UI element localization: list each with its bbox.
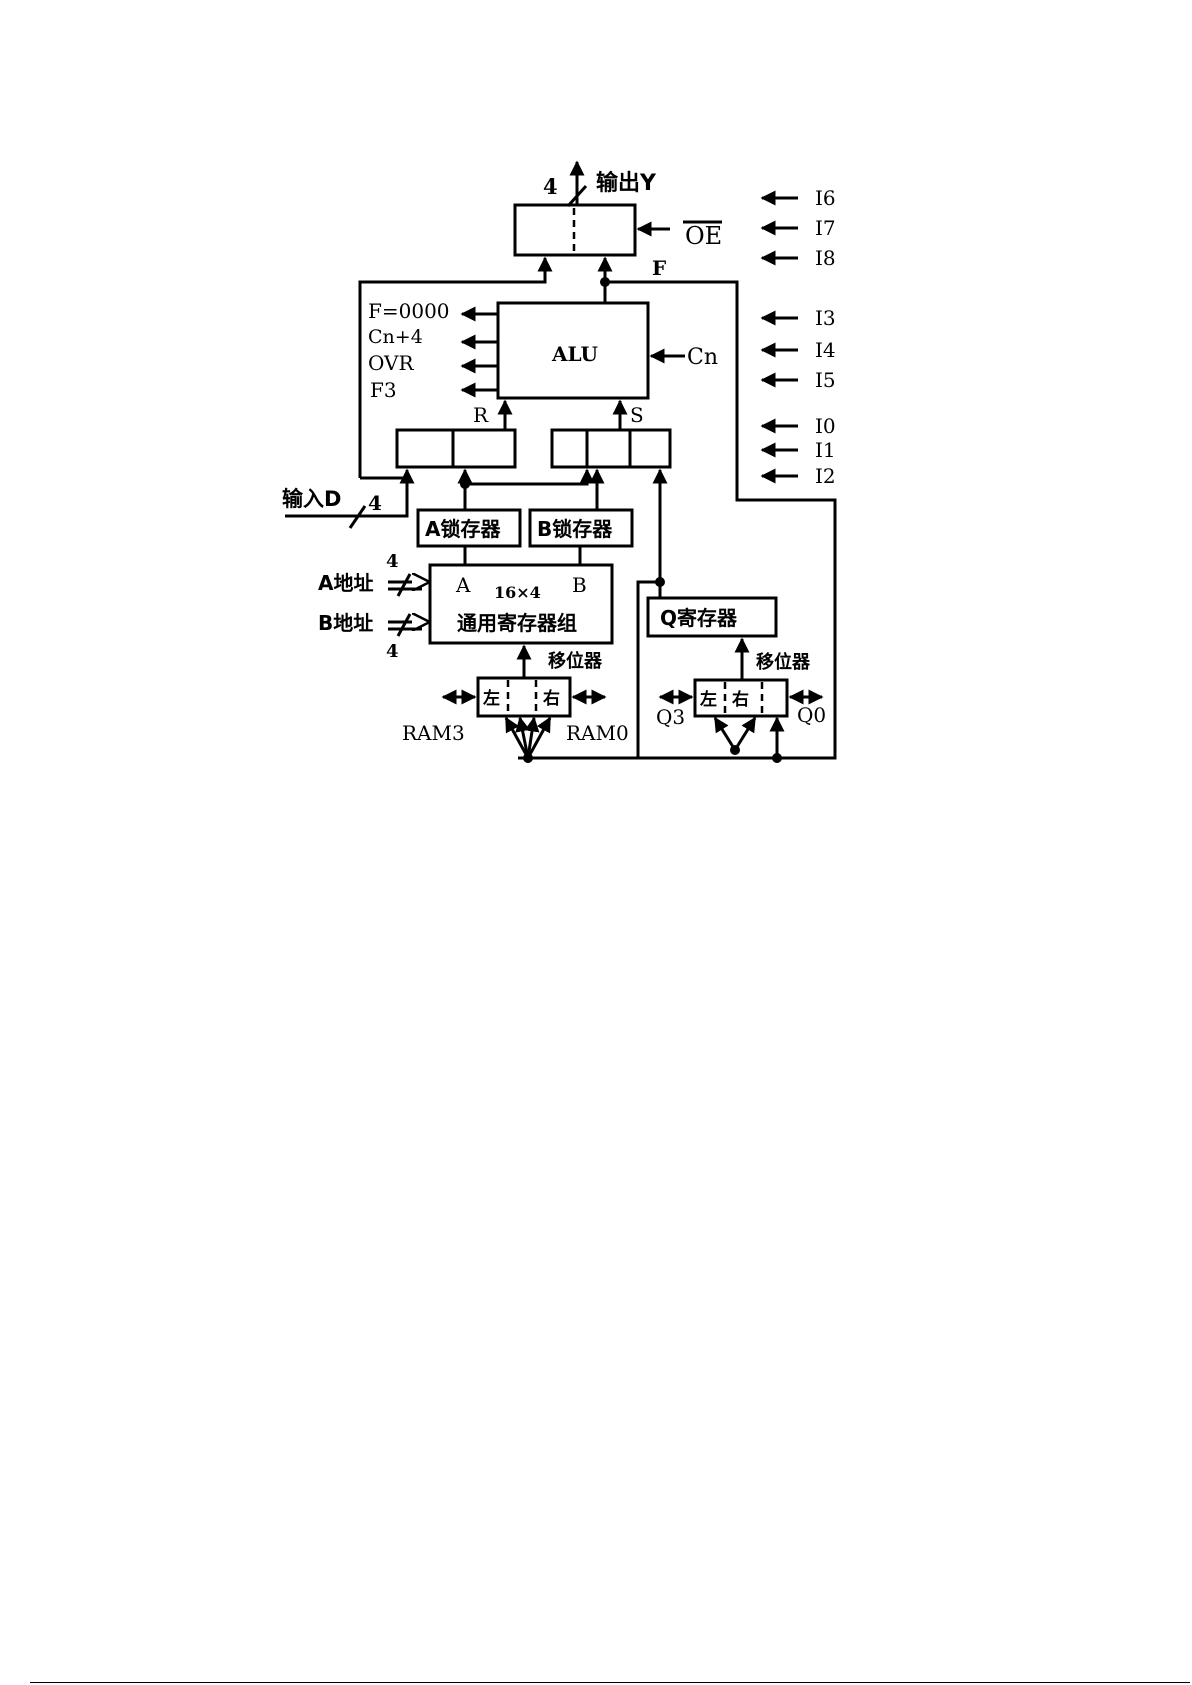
instruction-inputs: I6 I7 I8 I3 I4 I5 I0 I1 I2: [762, 186, 836, 488]
status-ovr: OVR: [368, 351, 414, 375]
ram-shifter-right: 右: [543, 688, 560, 709]
ram3-label: RAM3: [402, 721, 465, 745]
input-d-width: 4: [368, 491, 382, 515]
i8-label: I8: [815, 246, 836, 270]
r-label: R: [473, 403, 489, 427]
output-y-label: 输出Y: [596, 170, 657, 196]
status-f3: F3: [370, 378, 397, 402]
regfile-b-port: B: [572, 573, 587, 597]
ram0-label: RAM0: [566, 721, 629, 745]
i4-label: I4: [815, 338, 836, 362]
q-fan-1: [715, 718, 735, 750]
a-to-s-branch: [465, 470, 587, 484]
i5-label: I5: [815, 368, 836, 392]
q-register-label: Q寄存器: [660, 606, 738, 630]
regfile-name: 通用寄存器组: [457, 611, 577, 635]
i2-label: I2: [815, 464, 836, 488]
i6-label: I6: [815, 186, 836, 210]
f-label: F: [652, 256, 666, 280]
page-bottom-rule: [30, 1682, 1190, 1683]
b-address-slash: [398, 614, 410, 636]
i1-label: I1: [815, 438, 836, 462]
s-label: S: [630, 403, 644, 427]
b-address-width: 4: [386, 641, 399, 662]
a-address-width: 4: [386, 551, 399, 572]
output-width-label: 4: [543, 174, 558, 199]
oe-label: OE: [685, 222, 722, 250]
i3-label: I3: [815, 306, 836, 330]
b-address-label: B地址: [318, 611, 373, 635]
alu-label: ALU: [551, 342, 598, 366]
q-shifter-right: 右: [732, 689, 749, 710]
i0-label: I0: [815, 414, 836, 438]
a-latch-label: A锁存器: [425, 517, 501, 541]
q3-label: Q3: [656, 705, 685, 729]
q0-label: Q0: [797, 703, 826, 727]
regfile-a-port: A: [455, 573, 471, 597]
status-f-zero: F=0000: [368, 299, 450, 323]
ram-shifter-label: 移位器: [548, 650, 603, 672]
ram-shifter-left: 左: [483, 688, 500, 709]
q-fan-2: [735, 718, 755, 750]
i7-label: I7: [815, 216, 836, 240]
input-d-label: 输入D: [282, 487, 341, 511]
a-address-label: A地址: [318, 571, 373, 595]
a-address-slash: [398, 574, 410, 596]
r-selector: [397, 430, 515, 467]
regfile-size: 16×4: [494, 583, 541, 602]
b-latch-label: B锁存器: [537, 517, 613, 541]
q-shifter-left: 左: [700, 689, 717, 710]
s-selector: [552, 430, 670, 467]
cn-label: Cn: [687, 345, 718, 370]
q-shifter-label: 移位器: [756, 651, 811, 673]
status-cn4: Cn+4: [368, 326, 423, 348]
